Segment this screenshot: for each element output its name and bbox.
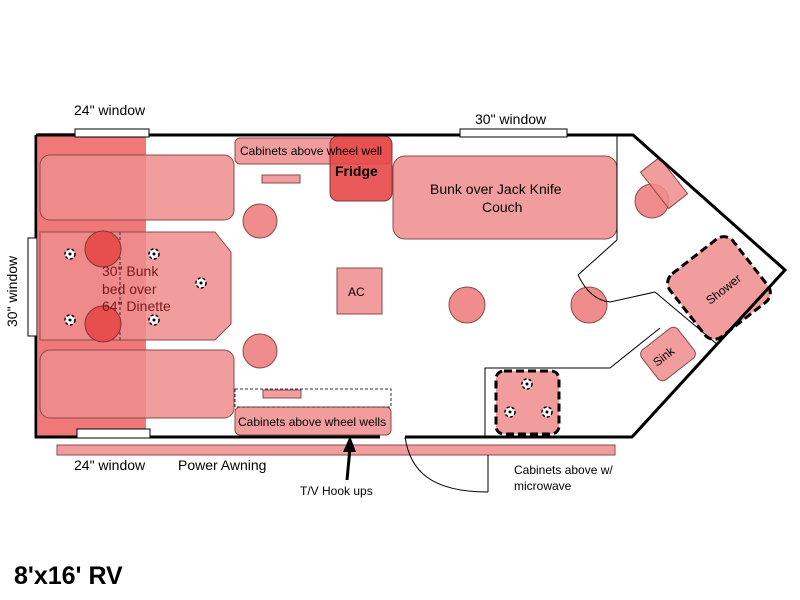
kitchen-counter <box>484 327 661 438</box>
dinette-seat-upper <box>84 230 122 268</box>
rear-bottom-cushion <box>39 349 235 419</box>
window-label-left-end: 30" window <box>4 255 20 327</box>
bottom-cabinet-outline <box>234 388 392 408</box>
fridge-label: Fridge <box>335 163 378 179</box>
floor-circle <box>242 333 278 369</box>
fixture-icon <box>64 248 76 260</box>
tv-hookups-label: T/V Hook ups <box>300 484 373 498</box>
fixture-icon <box>148 248 160 260</box>
bathroom-partition <box>577 136 618 276</box>
window-label-top-right: 30" window <box>475 111 547 127</box>
sink <box>640 326 696 382</box>
stove-top <box>494 369 561 436</box>
cabinets-bottom-label: Cabinets above wheel wells <box>238 415 386 429</box>
burner-icon <box>521 378 533 390</box>
window-left-end <box>27 237 38 337</box>
cabinets-top-label: Cabinets above wheel well <box>240 144 382 158</box>
rear-top-cushion <box>39 154 235 221</box>
fixture-icon <box>195 277 207 289</box>
bunk-couch-label-line1: Bunk over Jack Knife <box>430 181 562 197</box>
bathroom-door-swing <box>577 274 656 303</box>
bunk-dinette-label-line2: bed over <box>102 281 157 297</box>
bottom-cabinet-shelf <box>262 389 302 399</box>
plan-title: 8'x16' RV <box>14 562 123 590</box>
bunk-couch-label-line2: Couch <box>482 199 522 215</box>
fixture-icon <box>64 314 76 326</box>
fixture-icon <box>148 314 160 326</box>
bunk-couch <box>392 155 618 240</box>
burner-icon <box>541 406 553 418</box>
cabinets-microwave-label-line2: microwave <box>514 479 572 493</box>
bunk-dinette-label-line1: 30" Bunk <box>102 263 159 279</box>
power-awning-label: Power Awning <box>178 457 266 473</box>
window-label-bottom-left: 24" window <box>74 457 146 473</box>
window-bottom-left <box>76 428 151 439</box>
burner-icon <box>504 406 516 418</box>
floor-circle <box>242 203 278 239</box>
top-cabinet-shelf <box>261 174 301 184</box>
floor-circle <box>570 286 608 324</box>
bath-wall <box>654 291 719 346</box>
power-awning-strip <box>56 444 616 456</box>
cabinets-microwave-label-line1: Cabinets above w/ <box>514 463 613 477</box>
window-top-left <box>74 128 150 138</box>
bunk-dinette-label-line3: 64" Dinette <box>102 298 171 314</box>
window-top-right <box>459 128 568 138</box>
outer-wall <box>34 133 788 439</box>
floor-circle <box>448 286 486 324</box>
tv-arrow-shaft <box>345 447 352 481</box>
window-label-top-left: 24" window <box>74 102 146 118</box>
ac-unit <box>336 267 383 315</box>
dinette-seat-lower <box>84 305 122 343</box>
front-cabinet <box>639 156 689 210</box>
entry-door <box>404 436 489 493</box>
tv-arrow-icon <box>343 436 356 452</box>
ac-label: AC <box>348 285 365 299</box>
